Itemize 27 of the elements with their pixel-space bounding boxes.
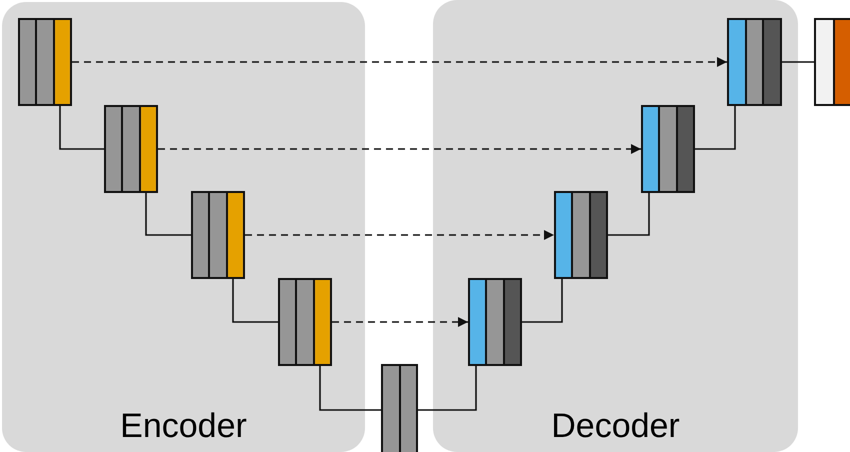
decoder-block <box>727 18 782 106</box>
skip-connection-arrow <box>72 57 727 67</box>
panel-label: Encoder <box>119 406 248 446</box>
bottleneck-block <box>381 364 418 452</box>
panel-background <box>2 2 365 452</box>
encoder-block <box>191 191 245 279</box>
skip-connection-arrow <box>245 230 554 240</box>
decoder-block <box>554 191 608 279</box>
panel-label: Decoder <box>550 406 681 446</box>
skip-connection-arrow <box>158 144 641 154</box>
connector-line <box>695 106 736 150</box>
connector-line <box>782 61 814 63</box>
encoder-block <box>278 278 332 366</box>
connector-line <box>145 193 191 236</box>
skip-connection-arrow <box>332 317 468 327</box>
encoder-block <box>18 18 72 106</box>
decoder-block <box>468 278 522 366</box>
connector-line <box>232 279 278 323</box>
connector-line <box>319 366 381 411</box>
output-block <box>814 18 850 106</box>
connector-line <box>59 106 104 150</box>
decoder-block <box>641 105 695 193</box>
connector-line <box>608 193 650 236</box>
connector-line <box>522 279 563 323</box>
panel-background <box>433 0 798 452</box>
connector-line <box>418 366 477 411</box>
encoder-block <box>104 105 158 193</box>
